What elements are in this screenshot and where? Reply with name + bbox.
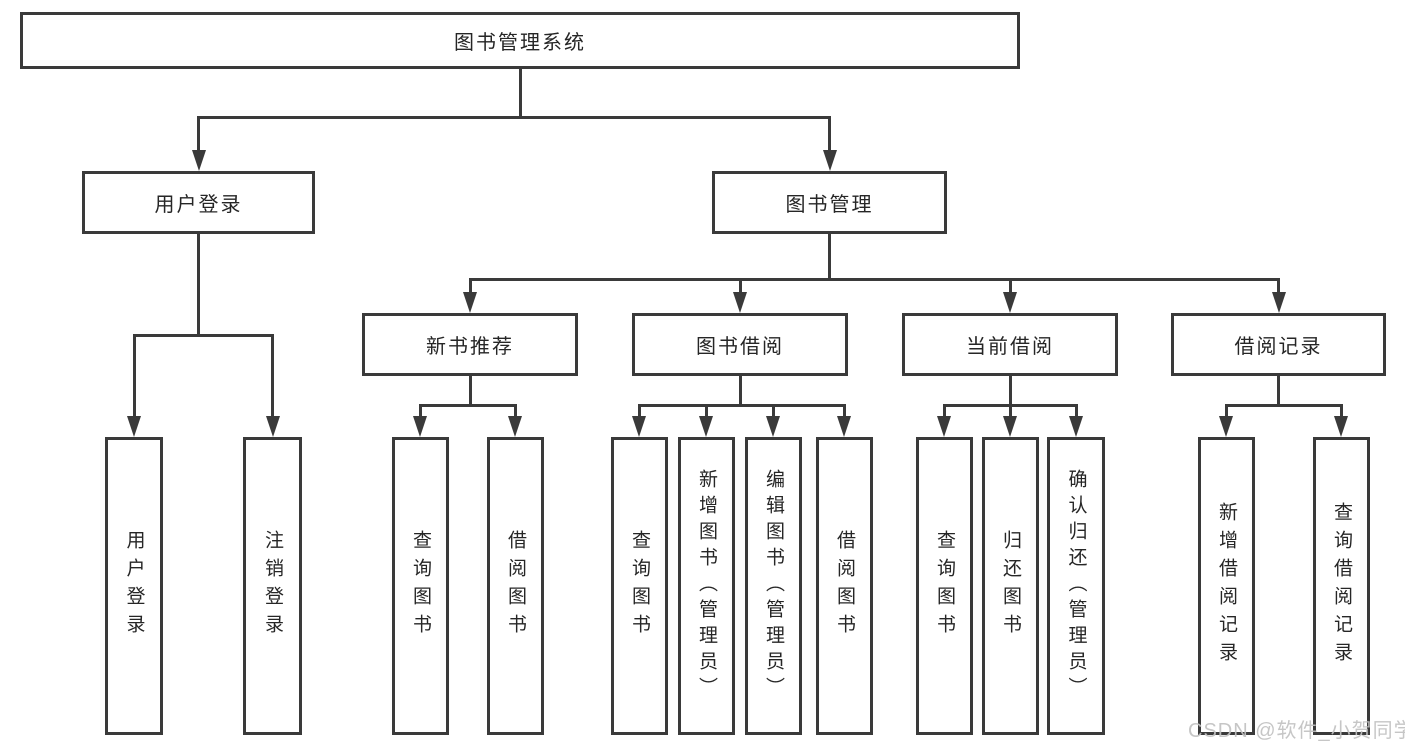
leaf-bb-query-books-label: 查询图书: [629, 530, 650, 642]
leaf-br-query-record-label: 查询借阅记录: [1331, 502, 1352, 670]
node-book-management: 图书管理: [712, 171, 947, 234]
leaf-cb-query-books: 查询图书: [916, 437, 973, 735]
connector-drop-br-add: [1224, 406, 1228, 418]
arrow-down-icon: [413, 416, 427, 437]
leaf-nb-borrow-books: 借阅图书: [487, 437, 544, 735]
leaf-cb-query-books-label: 查询图书: [934, 530, 955, 642]
connector-drop-borrow-records: [1277, 280, 1280, 294]
leaf-bb-edit-books-admin-label: 编辑图书（管理员）: [763, 469, 784, 703]
node-new-book-recommend-label: 新书推荐: [426, 336, 514, 358]
connector-drop-nb-query: [418, 406, 422, 418]
connector-book-management-stub: [828, 234, 831, 280]
connector-drop-logout-leaf: [271, 336, 274, 417]
arrow-down-icon: [837, 416, 851, 437]
connector-drop-user-login: [197, 118, 200, 152]
leaf-bb-add-books-admin-label: 新增图书（管理员）: [696, 469, 717, 703]
leaf-br-add-record: 新增借阅记录: [1198, 437, 1255, 735]
node-borrow-records: 借阅记录: [1171, 313, 1386, 376]
arrow-down-icon: [1069, 416, 1083, 437]
leaf-bb-add-books-admin: 新增图书（管理员）: [678, 437, 735, 735]
connector-user-login-stub: [197, 234, 200, 336]
arrow-down-icon: [766, 416, 780, 437]
connector-current-borrow-hline: [942, 404, 1078, 407]
leaf-cb-return-books: 归还图书: [982, 437, 1039, 735]
leaf-cb-return-books-label: 归还图书: [1000, 530, 1021, 642]
arrow-down-icon: [127, 416, 141, 437]
node-new-book-recommend: 新书推荐: [362, 313, 578, 376]
arrow-down-icon: [463, 292, 477, 313]
connector-borrow-records-hline: [1224, 404, 1343, 407]
connector-drop-nb-borrow: [513, 406, 517, 418]
connector-current-borrow-stub: [1008, 376, 1012, 406]
leaf-logout-label: 注销登录: [262, 530, 283, 642]
leaf-nb-query-books-label: 查询图书: [410, 530, 431, 642]
leaf-nb-borrow-books-label: 借阅图书: [505, 530, 526, 642]
connector-drop-cb-query: [942, 406, 946, 418]
leaf-br-add-record-label: 新增借阅记录: [1216, 502, 1237, 670]
node-book-borrow: 图书借阅: [632, 313, 848, 376]
connector-new-book-stub: [468, 376, 472, 406]
connector-drop-bb-edit: [771, 406, 775, 418]
node-user-login: 用户登录: [82, 171, 315, 234]
connector-borrow-records-stub: [1277, 376, 1280, 406]
arrow-down-icon: [699, 416, 713, 437]
arrow-down-icon: [822, 150, 837, 171]
arrow-down-icon: [632, 416, 646, 437]
arrow-down-icon: [733, 292, 747, 313]
node-current-borrow: 当前借阅: [902, 313, 1118, 376]
arrow-down-icon: [1219, 416, 1233, 437]
connector-drop-bb-add: [704, 406, 708, 418]
arrow-down-icon: [1003, 292, 1017, 313]
connector-book-management-hline: [468, 278, 1280, 281]
connector-book-borrow-hline: [637, 404, 846, 407]
leaf-logout: 注销登录: [243, 437, 302, 735]
node-user-login-label: 用户登录: [154, 194, 243, 216]
node-current-borrow-label: 当前借阅: [966, 336, 1054, 358]
node-system: 图书管理系统: [20, 12, 1020, 69]
leaf-br-query-record: 查询借阅记录: [1313, 437, 1370, 735]
arrow-down-icon: [937, 416, 951, 437]
arrow-down-icon: [1271, 292, 1286, 313]
connector-drop-current-borrow: [1008, 280, 1012, 294]
connector-drop-bb-query: [637, 406, 641, 418]
arrow-down-icon: [191, 150, 206, 171]
connector-drop-user-login-leaf: [132, 336, 136, 417]
leaf-cb-confirm-return-admin: 确认归还（管理员）: [1047, 437, 1105, 735]
leaf-user-login-label: 用户登录: [123, 530, 145, 642]
node-borrow-records-label: 借阅记录: [1234, 336, 1323, 358]
connector-drop-bb-borrow: [842, 406, 846, 418]
csdn-watermark: CSDN @软件_小贺同学: [1188, 720, 1405, 742]
node-system-label: 图书管理系统: [454, 32, 586, 54]
leaf-bb-query-books: 查询图书: [611, 437, 668, 735]
connector-drop-book-borrow: [738, 280, 742, 294]
connector-new-book-hline: [418, 404, 517, 407]
arrow-down-icon: [1003, 416, 1017, 437]
connector-drop-cb-return: [1008, 406, 1012, 418]
leaf-bb-borrow-books: 借阅图书: [816, 437, 873, 735]
leaf-bb-borrow-books-label: 借阅图书: [834, 530, 855, 642]
connector-drop-cb-confirm: [1074, 406, 1078, 418]
connector-drop-book-management: [828, 118, 831, 152]
connector-drop-new-book-recommend: [468, 280, 472, 294]
leaf-cb-confirm-return-admin-label: 确认归还（管理员）: [1065, 469, 1087, 703]
connector-drop-br-query: [1339, 406, 1343, 418]
node-book-management-label: 图书管理: [785, 194, 874, 216]
connector-root-hline: [197, 116, 831, 119]
arrow-down-icon: [1334, 416, 1348, 437]
node-book-borrow-label: 图书借阅: [696, 336, 784, 358]
leaf-user-login: 用户登录: [105, 437, 163, 735]
connector-user-login-hline: [132, 334, 274, 337]
arrow-down-icon: [265, 416, 280, 437]
leaf-nb-query-books: 查询图书: [392, 437, 449, 735]
connector-root-stub: [518, 69, 522, 118]
arrow-down-icon: [508, 416, 522, 437]
leaf-bb-edit-books-admin: 编辑图书（管理员）: [745, 437, 802, 735]
connector-book-borrow-stub: [738, 376, 742, 406]
